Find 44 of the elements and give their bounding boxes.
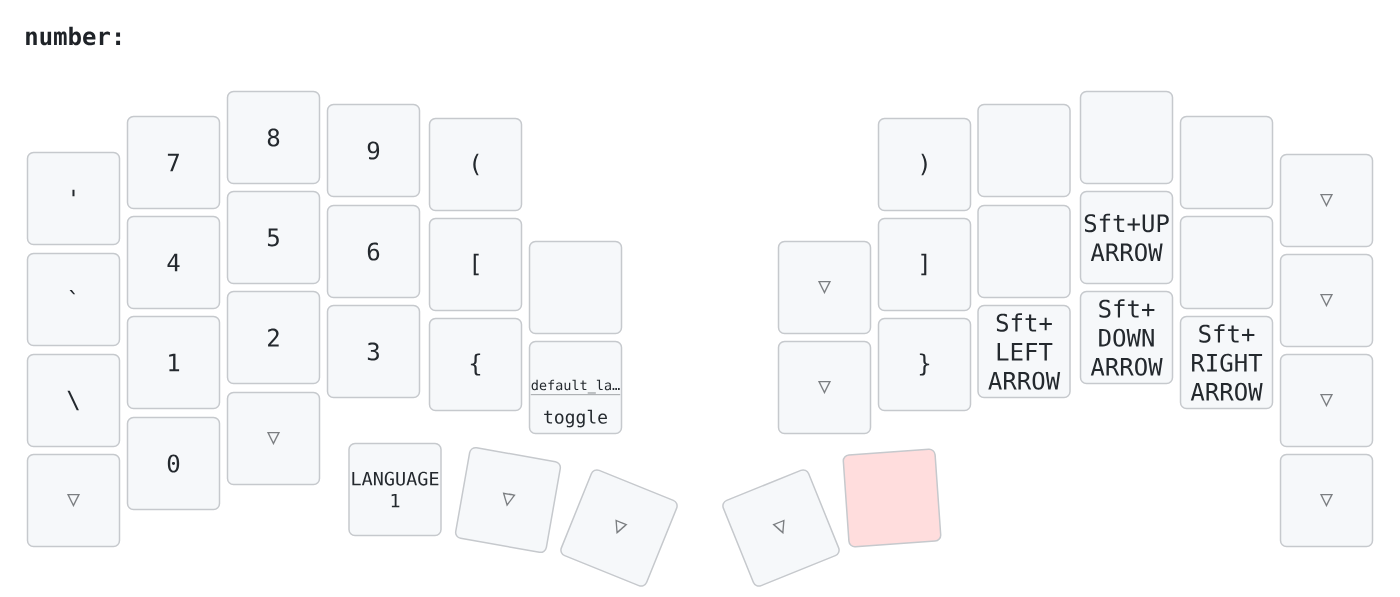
key: 0: [126, 416, 221, 511]
key: 9: [326, 103, 421, 198]
key: ▽: [722, 469, 840, 587]
key: 6: [326, 204, 421, 299]
key: 1: [126, 315, 221, 410]
key: ]: [877, 217, 972, 312]
key: }: [877, 317, 972, 412]
key: 8: [226, 90, 321, 185]
key: default_la… toggle: [528, 340, 623, 435]
key: ▽: [1279, 453, 1374, 548]
key: ': [26, 151, 121, 246]
key: Sft+UP ARROW: [1079, 190, 1174, 285]
key: Sft+ RIGHT ARROW: [1179, 315, 1274, 410]
key: {: [428, 317, 523, 412]
key: [1179, 115, 1274, 210]
key: [977, 103, 1071, 198]
key: [1179, 215, 1274, 310]
key: ▽: [1279, 353, 1374, 448]
key: ▽: [1279, 153, 1374, 248]
key: 3: [326, 304, 421, 399]
key: ▽: [560, 469, 678, 587]
key: Sft+ DOWN ARROW: [1079, 290, 1174, 385]
key: [: [428, 217, 523, 312]
key: ▽: [1279, 253, 1374, 348]
key: ▽: [226, 391, 321, 486]
key: [842, 448, 942, 548]
key: [977, 204, 1071, 299]
key: \: [26, 353, 121, 448]
key: ▽: [777, 240, 872, 335]
key: (: [428, 117, 523, 212]
key: ): [877, 117, 972, 212]
key: Sft+ LEFT ARROW: [977, 304, 1071, 399]
key: [528, 240, 623, 335]
key: 7: [126, 115, 221, 210]
key: 4: [126, 215, 221, 310]
key: 5: [226, 190, 321, 285]
key: `: [26, 252, 121, 347]
key: ▽: [777, 340, 872, 435]
key: [1079, 90, 1174, 185]
key: ▽: [26, 453, 121, 548]
key: 2: [226, 290, 321, 385]
key: LANGUAGE 1: [348, 442, 442, 537]
key: ▽: [454, 446, 562, 554]
title: number:: [26, 26, 121, 46]
